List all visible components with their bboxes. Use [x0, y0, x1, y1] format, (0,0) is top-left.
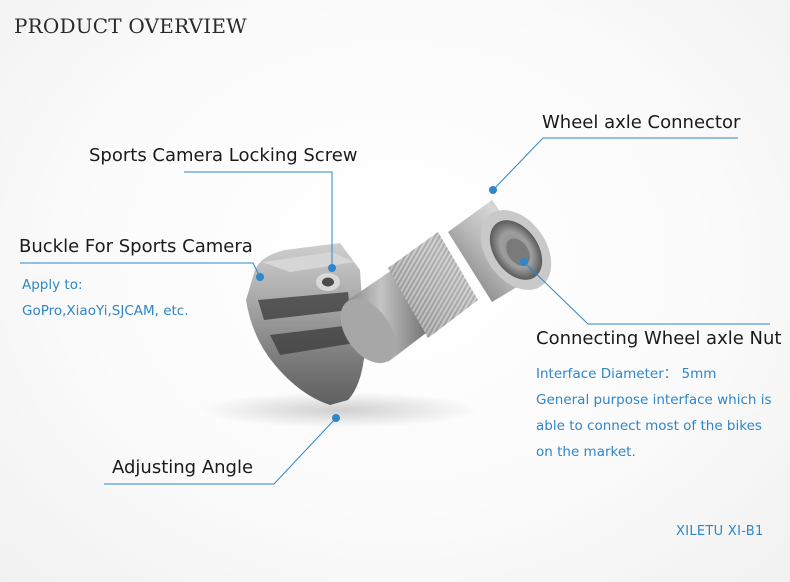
- dot-buckle: [256, 273, 264, 281]
- interface-diameter: Interface Diameter： 5mm: [536, 366, 717, 382]
- label-wheel-axle-connector: Wheel axle Connector: [542, 112, 741, 133]
- line-locking-screw: [184, 171, 333, 268]
- label-adjusting-angle: Adjusting Angle: [112, 457, 254, 478]
- line-buckle: [20, 262, 261, 278]
- dot-locking-screw: [328, 264, 336, 272]
- line-wheel-axle: [492, 137, 738, 191]
- page-title: PRODUCT OVERVIEW: [14, 14, 247, 38]
- apply-to-brands: GoPro,XiaoYi,SJCAM, etc.: [22, 303, 189, 319]
- dot-nut: [520, 258, 528, 266]
- dot-wheel-axle: [489, 186, 497, 194]
- label-connecting-nut: Connecting Wheel axle Nut: [536, 328, 782, 349]
- nut-description-line-1: General purpose interface which is: [536, 392, 772, 408]
- model-name: XILETU XI-B1: [676, 524, 764, 539]
- line-angle: [104, 417, 337, 485]
- axle-tube: [448, 200, 552, 302]
- label-buckle: Buckle For Sports Camera: [19, 236, 253, 257]
- nut-description-line-3: on the market.: [536, 444, 636, 460]
- buckle-block: [246, 243, 365, 405]
- knurled-nut: [388, 232, 478, 338]
- dot-angle: [332, 414, 340, 422]
- line-nut: [523, 261, 770, 325]
- apply-to-label: Apply to:: [22, 277, 83, 293]
- nut-description-line-2: able to connect most of the bikes: [536, 418, 762, 434]
- product-shadow: [200, 392, 480, 428]
- label-locking-screw: Sports Camera Locking Screw: [89, 145, 358, 166]
- callout-lines: [20, 137, 770, 485]
- joint-cylinder: [340, 268, 430, 364]
- callout-dots: [256, 186, 528, 422]
